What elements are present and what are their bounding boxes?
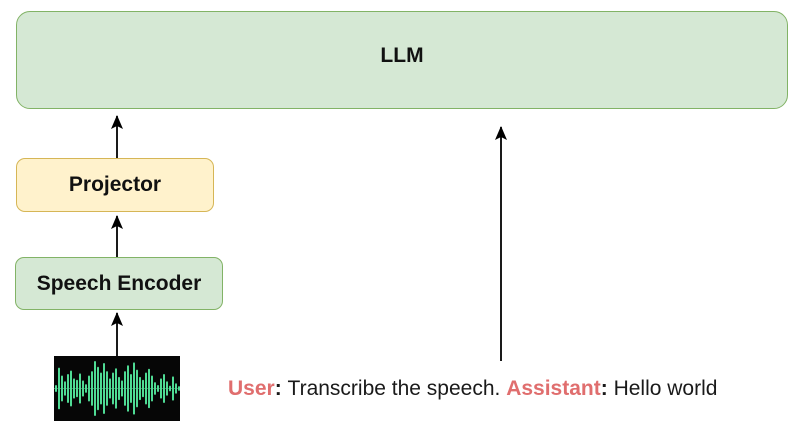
projector-node: Projector — [16, 158, 214, 212]
caption-segment-colon: : — [600, 377, 614, 400]
speech-encoder-node-label: Speech Encoder — [36, 271, 202, 295]
caption-segment-speaker: User — [228, 377, 275, 400]
caption-segment-colon: : — [274, 377, 288, 400]
caption-segment-speaker: Assistant — [506, 377, 601, 400]
llm-node-label: LLM — [380, 44, 424, 67]
caption-segment-plain: Transcribe the speech. — [287, 377, 507, 400]
projector-node-label: Projector — [68, 173, 162, 196]
caption-segment-plain: Hello world — [613, 377, 718, 400]
speech-encoder-node: Speech Encoder — [15, 257, 223, 310]
llm-node: LLM — [16, 11, 788, 109]
waveform-bars — [55, 360, 180, 417]
prompt-caption: User: Transcribe the speech. Assistant: … — [228, 377, 717, 401]
audio-waveform-image — [54, 356, 180, 421]
